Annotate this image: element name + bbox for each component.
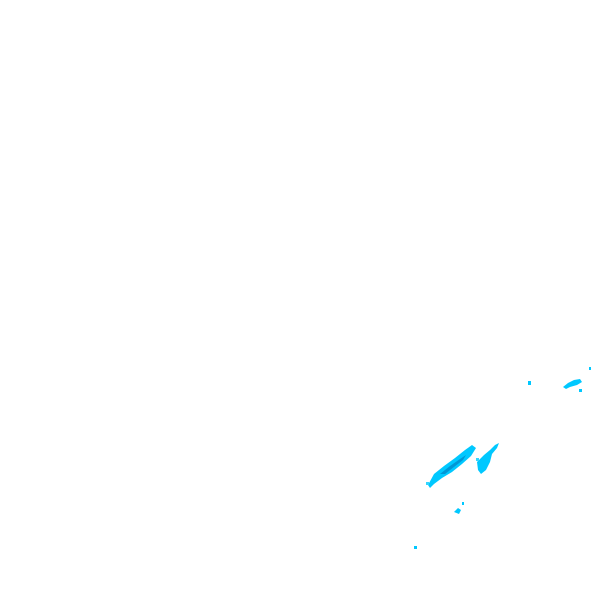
echo-cell-main-band-core <box>440 455 466 474</box>
echo-cell-south-fleck-tail <box>462 502 464 505</box>
echo-cell-east-fleck-3 <box>579 389 582 392</box>
echo-cell-main-band-speck <box>426 482 429 485</box>
echo-cell-south-fleck <box>454 508 461 514</box>
echo-cell-southwest-dot <box>414 546 417 549</box>
echo-cell-east-cluster <box>563 379 582 389</box>
echo-cell-east-fleck-1 <box>528 381 531 385</box>
echo-cell-east-fleck-2 <box>589 367 591 370</box>
echo-cell-secondary-band <box>477 443 499 474</box>
echo-cell-secondary-band-speck <box>476 458 479 461</box>
